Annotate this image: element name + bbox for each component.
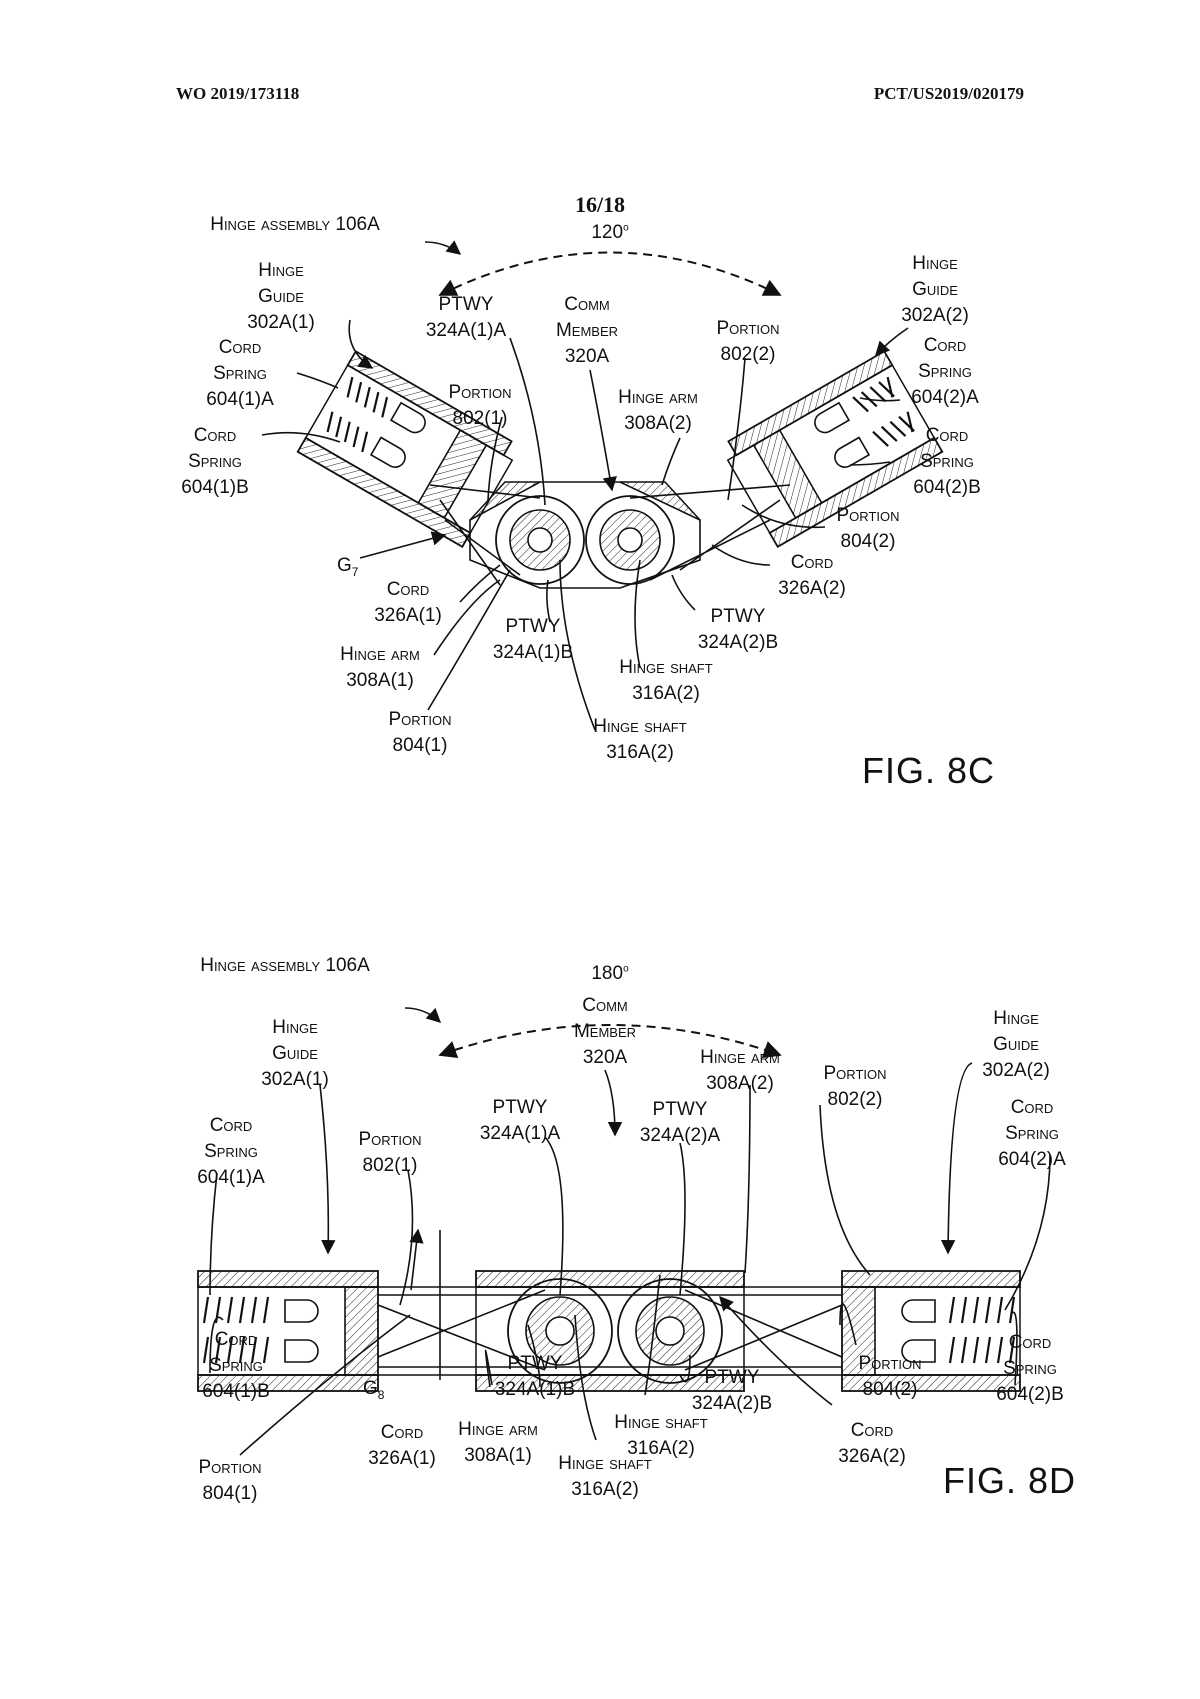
hinge-assembly-title-8c: Hinge assembly 106A xyxy=(210,214,380,235)
hinge-drawing-8c xyxy=(261,240,944,731)
figure-label-8d: FIG. 8D xyxy=(943,1460,1077,1501)
hinge-core-8c xyxy=(429,481,791,589)
application-number: PCT/US2019/020179 xyxy=(873,84,1024,103)
gap-g7: G7 xyxy=(337,555,359,579)
publication-number: WO 2019/173118 xyxy=(176,84,300,103)
hinge-guide-right-8d xyxy=(841,1270,1021,1392)
hinge-core-8d xyxy=(377,1270,843,1392)
rotation-angle-8c: 120o xyxy=(591,222,629,243)
sheet-number: 16/18 xyxy=(574,192,626,217)
gap-g8: G8 xyxy=(363,1378,385,1402)
hinge-guide-right xyxy=(726,350,944,548)
rotation-angle-8d: 180o xyxy=(591,963,629,984)
hinge-drawing-8d xyxy=(197,1007,1051,1456)
figure-label-8c: FIG. 8C xyxy=(862,750,996,791)
hinge-assembly-title-8d: Hinge assembly 106A xyxy=(200,955,370,976)
hinge-guide-left xyxy=(296,350,514,548)
